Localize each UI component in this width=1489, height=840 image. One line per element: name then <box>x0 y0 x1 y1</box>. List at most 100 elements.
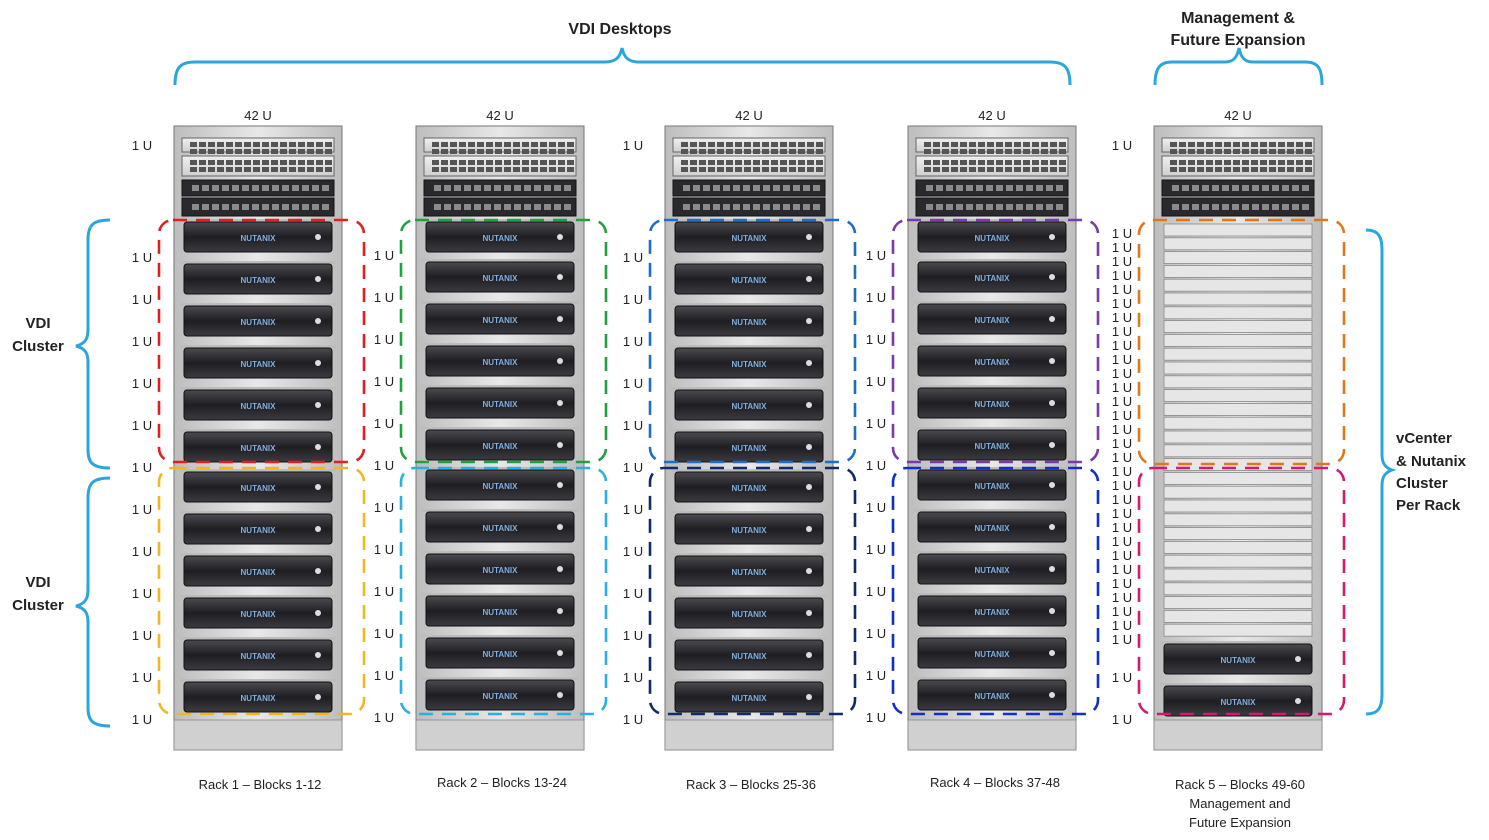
switch-port <box>558 142 565 147</box>
power-button <box>1049 234 1055 240</box>
switch-port <box>726 160 733 165</box>
power-button <box>557 692 563 698</box>
power-button <box>557 442 563 448</box>
server-rail <box>914 635 1070 638</box>
unit-port <box>322 204 329 210</box>
unit-port <box>956 204 963 210</box>
nutanix-server-4 <box>917 345 1067 377</box>
switch-port <box>1269 167 1276 172</box>
unit-label: 1 U <box>374 710 394 725</box>
switch-port <box>780 160 787 165</box>
switch-port <box>969 167 976 172</box>
nutanix-server-7 <box>183 471 333 503</box>
switch-port <box>960 160 967 165</box>
server-rail <box>671 595 827 598</box>
power-button <box>806 652 812 658</box>
switch-port <box>1305 160 1312 165</box>
switch-port <box>316 160 323 165</box>
nutanix-logo: NUTANIX <box>732 402 768 411</box>
top-cluster-outline <box>157 218 366 464</box>
unit-port <box>292 204 299 210</box>
nutanix-logo: NUTANIX <box>241 652 277 661</box>
switch-port <box>459 160 466 165</box>
vdi-cluster-top-label-line1: VDI <box>25 315 50 332</box>
vdi-cluster-bottom-label-line1: VDI <box>25 574 50 591</box>
switch-port <box>735 149 742 154</box>
nutanix-logo: NUTANIX <box>483 358 519 367</box>
blank-panel-7 <box>1163 306 1313 320</box>
unit-label: 1 U <box>623 670 643 685</box>
switch-port <box>289 142 296 147</box>
rack-1: 42 UNUTANIXNUTANIXNUTANIXNUTANIXNUTANIXN… <box>157 108 366 751</box>
nutanix-server-7 <box>917 469 1067 501</box>
nutanix-server-10 <box>674 597 824 629</box>
switch-port <box>1023 167 1030 172</box>
switch-port <box>307 167 314 172</box>
unit-port <box>1242 204 1249 210</box>
switch-port <box>1251 149 1258 154</box>
nutanix-logo: NUTANIX <box>483 316 519 325</box>
switch-port <box>199 167 206 172</box>
switch-port <box>316 142 323 147</box>
switch-port <box>298 149 305 154</box>
unit-port <box>1272 185 1279 191</box>
nutanix-logo: NUTANIX <box>975 692 1011 701</box>
switch-port <box>1014 167 1021 172</box>
server-rail <box>914 343 1070 346</box>
unit-port <box>484 185 491 191</box>
switch-port <box>325 160 332 165</box>
unit-port <box>232 204 239 210</box>
switch-port <box>717 142 724 147</box>
switch-port <box>253 160 260 165</box>
server-rail <box>914 509 1070 512</box>
unit-label: 1 U <box>1112 254 1132 269</box>
power-button <box>1049 566 1055 572</box>
blank-panel-30 <box>1163 623 1313 637</box>
nutanix-server-3 <box>674 305 824 337</box>
switch-port <box>1278 142 1285 147</box>
switch-port <box>1188 160 1195 165</box>
switch-port <box>199 142 206 147</box>
server-rail <box>180 429 336 432</box>
switch-port <box>942 149 949 154</box>
power-button <box>557 524 563 530</box>
unit-label: 1 U <box>132 460 152 475</box>
nutanix-logo: NUTANIX <box>975 608 1011 617</box>
switch-port <box>1041 160 1048 165</box>
blank-panel-20 <box>1163 485 1313 499</box>
power-button <box>1049 692 1055 698</box>
switch-port <box>1233 160 1240 165</box>
switch-port <box>699 142 706 147</box>
switch-port <box>780 149 787 154</box>
switch-port <box>753 142 760 147</box>
nutanix-logo: NUTANIX <box>483 566 519 575</box>
unit-port <box>996 185 1003 191</box>
switch-port <box>540 149 547 154</box>
server-rail <box>180 595 336 598</box>
power-button <box>1049 358 1055 364</box>
unit-label: 1 U <box>374 290 394 305</box>
nutanix-server-7 <box>425 469 575 501</box>
switch-port <box>1287 142 1294 147</box>
unit-label: 1 U <box>1112 240 1132 255</box>
unit-label: 1 U <box>866 248 886 263</box>
unit-port <box>212 185 219 191</box>
unit-port <box>1192 204 1199 210</box>
switch-port <box>807 149 814 154</box>
unit-port <box>514 204 521 210</box>
switch-port <box>271 160 278 165</box>
vcenter-label-line1: vCenter <box>1396 430 1452 447</box>
switch-port <box>1215 160 1222 165</box>
switch-port <box>190 167 197 172</box>
nutanix-server-10 <box>917 595 1067 627</box>
server-rail <box>671 469 827 472</box>
power-button <box>806 444 812 450</box>
server-rail <box>180 219 336 222</box>
nutanix-logo: NUTANIX <box>732 484 768 493</box>
unit-port <box>926 204 933 210</box>
switch-port <box>208 167 215 172</box>
blank-panel-16 <box>1163 430 1313 444</box>
switch-port <box>771 167 778 172</box>
power-button <box>315 444 321 450</box>
switch-port <box>1005 142 1012 147</box>
